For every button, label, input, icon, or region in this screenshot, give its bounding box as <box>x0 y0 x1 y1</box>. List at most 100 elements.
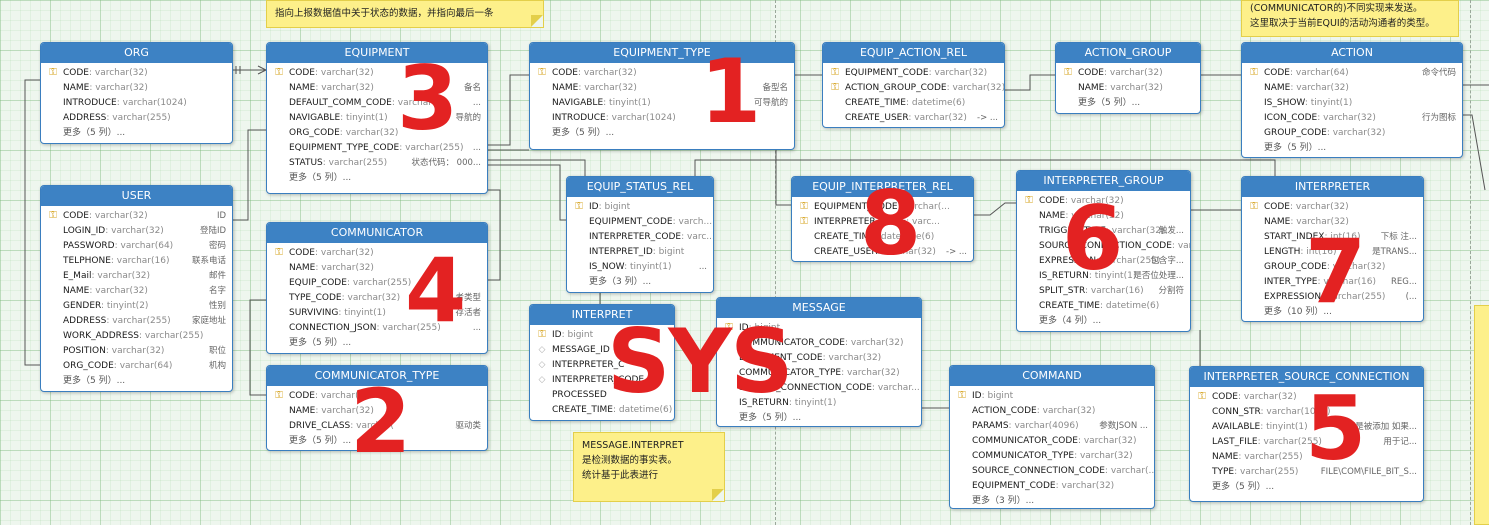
column-row[interactable]: ⚿ID: bigint <box>717 321 921 336</box>
more-columns-link[interactable]: 更多（5 列）... <box>41 126 232 141</box>
table-equip-action-rel[interactable]: EQUIP_ACTION_REL ⚿EQUIPMENT_CODE: varchar… <box>822 42 1005 128</box>
table-equipment-type[interactable]: EQUIPMENT_TYPE⚿CODE: varchar(32)NAME: va… <box>529 42 795 150</box>
table-title[interactable]: ACTION_GROUP <box>1056 43 1200 63</box>
column-row[interactable]: ⚿CODE: varchar(3 <box>267 389 487 404</box>
column-row[interactable]: EQUIPMENT_CODE: varch... <box>567 215 713 230</box>
column-row[interactable]: NAME: varchar(32) <box>267 261 487 276</box>
column-row[interactable]: INTERPRETER_CODE: varc... <box>567 230 713 245</box>
column-row[interactable]: ⚿ID: bigint <box>530 328 674 343</box>
table-title[interactable]: USER <box>41 186 232 206</box>
table-title[interactable]: COMMUNICATOR <box>267 223 487 243</box>
column-row[interactable]: ⚿INTERPRETER_CODE: varc... <box>792 215 973 230</box>
column-row[interactable]: ⚿CODE: varchar(32)ID <box>41 209 232 224</box>
column-row[interactable]: SOURCE_CONNECTION_CODE: varch... <box>1017 239 1190 254</box>
more-columns-link[interactable]: 更多（5 列）... <box>530 126 794 141</box>
table-title[interactable]: INTERPRETER <box>1242 177 1423 197</box>
column-row[interactable]: ◇INTERPRETER_CODE <box>530 373 674 388</box>
more-columns-link[interactable]: 更多（5 列）... <box>267 434 487 449</box>
column-row[interactable]: EQUIPMENT_CODE: varchar(32) <box>950 479 1154 494</box>
table-title[interactable]: COMMUNICATOR_TYPE <box>267 366 487 386</box>
column-row[interactable]: TRIGGER_TYPE: varchar(32)触发... <box>1017 224 1190 239</box>
table-interpreter-source-connection[interactable]: INTERPRETER_SOURCE_CONNECTION ⚿CODE: varc… <box>1189 366 1424 502</box>
column-row[interactable]: IS_NOW: tinyint(1)... <box>567 260 713 275</box>
column-row[interactable]: E_Mail: varchar(32)邮件 <box>41 269 232 284</box>
column-row[interactable]: INTERPRET_ID: bigint <box>567 245 713 260</box>
column-row[interactable]: ⚿CODE: varchar(32) <box>1190 390 1423 405</box>
table-communicator[interactable]: COMMUNICATOR ⚿CODE: varchar(32)NAME: varc… <box>266 222 488 354</box>
more-columns-link[interactable]: 更多（5 列）... <box>41 374 232 389</box>
column-row[interactable]: NAME: varchar(32) <box>1056 81 1200 96</box>
column-row[interactable]: GROUP_CODE: varchar(32) <box>1242 126 1462 141</box>
column-row[interactable]: PASSWORD: varchar(64)密码 <box>41 239 232 254</box>
column-row[interactable]: ADDRESS: varchar(255) <box>41 111 232 126</box>
column-row[interactable]: PROCESSED <box>530 388 674 403</box>
column-row[interactable]: EXPRESSION: varchar(255)包含字... <box>1017 254 1190 269</box>
column-row[interactable]: ⚿ACTION_GROUP_CODE: varchar(32) <box>823 81 1004 96</box>
column-row[interactable]: EQUIP_CODE: varchar(255) <box>267 276 487 291</box>
column-row[interactable]: IS_RETURN: tinyint(1)是否位处理... <box>1017 269 1190 284</box>
table-title[interactable]: MESSAGE <box>717 298 921 318</box>
column-row[interactable]: CREATE_TIME: datetime(6) <box>792 230 973 245</box>
more-columns-link[interactable]: 更多（5 列）... <box>717 411 921 426</box>
column-row[interactable]: LOGIN_ID: varchar(32)登陆ID <box>41 224 232 239</box>
column-row[interactable]: IS_SHOW: tinyint(1) <box>1242 96 1462 111</box>
column-row[interactable]: CREATE_TIME: datetime(6) <box>530 403 674 418</box>
more-columns-link[interactable]: 更多（5 列）... <box>1190 480 1423 495</box>
column-row[interactable]: NAVIGABLE: tinyint(1)导航的 <box>267 111 487 126</box>
table-interpret[interactable]: INTERPRET⚿ID: bigint◇MESSAGE_ID◇INTERPRE… <box>529 304 675 421</box>
column-row[interactable]: EQUIPMENT_TYPE_CODE: varchar(255)... <box>267 141 487 156</box>
column-row[interactable]: ADDRESS: varchar(255)家庭地址 <box>41 314 232 329</box>
column-row[interactable]: INTER_TYPE: varchar(16)REG... <box>1242 275 1423 290</box>
column-row[interactable]: EXPRESSION: varchar(255)(... <box>1242 290 1423 305</box>
table-title[interactable]: ORG <box>41 43 232 63</box>
column-row[interactable]: ⚿CODE: varchar(32) <box>1056 66 1200 81</box>
column-row[interactable]: NAME: varchar(32)备名 <box>267 81 487 96</box>
table-title[interactable]: EQUIP_STATUS_REL <box>567 177 713 197</box>
table-title[interactable]: EQUIP_ACTION_REL <box>823 43 1004 63</box>
table-org[interactable]: ORG ⚿CODE: varchar(32)NAME: varchar(32)IN… <box>40 42 233 144</box>
column-row[interactable]: NAME: varchar(32) <box>1017 209 1190 224</box>
column-row[interactable]: ⚿CODE: varchar(32) <box>1017 194 1190 209</box>
column-row[interactable]: ⚿CODE: varchar(64)命令代码 <box>1242 66 1462 81</box>
column-row[interactable]: NAME: varchar(32) <box>41 81 232 96</box>
column-row[interactable]: ⚿CODE: varchar(32) <box>530 66 794 81</box>
column-row[interactable]: NAVIGABLE: tinyint(1)可导航的 <box>530 96 794 111</box>
column-row[interactable]: DRIVE_CLASS: varchar(驱动类 <box>267 419 487 434</box>
column-row[interactable]: ⚿CODE: varchar(32) <box>267 246 487 261</box>
column-row[interactable]: PARAMS: varchar(4096)参数JSON ... <box>950 419 1154 434</box>
table-equipment[interactable]: EQUIPMENT⚿CODE: varchar(32)NAME: varchar… <box>266 42 488 194</box>
column-row[interactable]: INTRODUCE: varchar(1024) <box>41 96 232 111</box>
column-row[interactable]: IS_RETURN: tinyint(1) <box>717 396 921 411</box>
table-title[interactable]: INTERPRETER_SOURCE_CONNECTION <box>1190 367 1423 387</box>
column-row[interactable]: NAME: varchar(32)名字 <box>41 284 232 299</box>
column-row[interactable]: ORG_CODE: varchar(64)机构 <box>41 359 232 374</box>
table-title[interactable]: INTERPRET <box>530 305 674 325</box>
more-columns-link[interactable]: 更多（3 列）... <box>950 494 1154 508</box>
column-row[interactable]: CREATE_TIME: datetime(6) <box>1017 299 1190 314</box>
column-row[interactable]: INTRODUCE: varchar(1024) <box>530 111 794 126</box>
column-row[interactable]: CREATE_USER: varchar(32)-> ... <box>823 111 1004 126</box>
column-row[interactable]: COMMUNICATOR_TYPE: varchar(32) <box>950 449 1154 464</box>
column-row[interactable]: ⚿ID: bigint <box>950 389 1154 404</box>
column-row[interactable]: ⚿EQUIPMENT_CODE: varchar(32) <box>823 66 1004 81</box>
more-columns-link[interactable]: 更多（10 列）... <box>1242 305 1423 320</box>
more-columns-link[interactable]: 更多（5 列）... <box>1056 96 1200 111</box>
column-row[interactable]: TYPE_CODE: varchar(32)者类型 <box>267 291 487 306</box>
column-row[interactable]: NAME: varchar(32) <box>1242 215 1423 230</box>
column-row[interactable]: COMMUNICATOR_CODE: varchar(32) <box>950 434 1154 449</box>
column-row[interactable]: CONN_STR: varchar(1024) <box>1190 405 1423 420</box>
column-row[interactable]: ⚿CODE: varchar(32) <box>41 66 232 81</box>
column-row[interactable]: ⚿EQUIPMENT_CODE: varchar(... <box>792 200 973 215</box>
column-row[interactable]: GROUP_CODE: varchar(32) <box>1242 260 1423 275</box>
column-row[interactable]: CREATE_TIME: datetime(6) <box>823 96 1004 111</box>
table-interpreter[interactable]: INTERPRETER⚿CODE: varchar(32)NAME: varch… <box>1241 176 1424 322</box>
column-row[interactable]: NAME: varchar(32)备型名 <box>530 81 794 96</box>
column-row[interactable]: LENGTH: int(16)是TRANS... <box>1242 245 1423 260</box>
column-row[interactable]: ◇INTERPRETER_C <box>530 358 674 373</box>
table-action-group[interactable]: ACTION_GROUP ⚿CODE: varchar(32)NAME: varc… <box>1055 42 1201 114</box>
